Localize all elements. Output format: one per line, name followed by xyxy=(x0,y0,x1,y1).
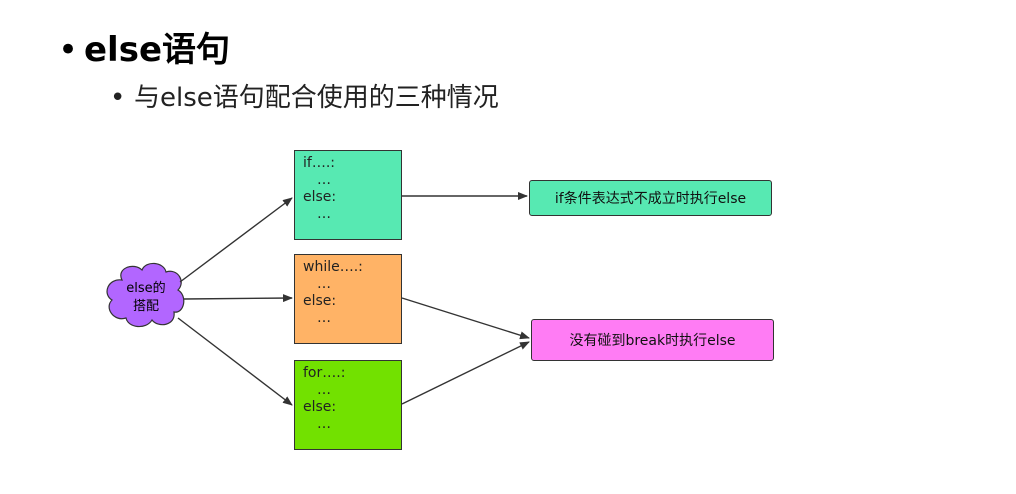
box-line: else: xyxy=(303,399,337,415)
slide-title: •else语句 xyxy=(58,30,230,70)
arrow-while-to-result xyxy=(401,297,530,340)
box-line: else: xyxy=(303,189,337,205)
box-line: … xyxy=(317,276,331,292)
box-line: … xyxy=(317,416,331,432)
title-bullet: • xyxy=(58,30,79,70)
box-line: else: xyxy=(303,293,337,309)
cloud-label: else的 搭配 xyxy=(110,272,182,324)
while-else-box: while….: … else: … xyxy=(294,254,402,344)
box-line: while….: xyxy=(303,259,363,275)
box-line: … xyxy=(317,172,331,188)
result-no-break: 没有碰到break时执行else xyxy=(531,319,774,361)
slide-subtitle: • 与else语句配合使用的三种情况 xyxy=(110,80,499,116)
cloud-label-line1: else的 xyxy=(126,281,166,296)
arrow-cloud-to-for xyxy=(177,317,293,406)
if-else-box: if….: … else: … xyxy=(294,150,402,240)
subtitle-text: 与else语句配合使用的三种情况 xyxy=(134,83,499,113)
arrow-for-to-result xyxy=(401,341,530,405)
for-else-box: for….: … else: … xyxy=(294,360,402,450)
box-line: … xyxy=(317,382,331,398)
cloud-label-line2: 搭配 xyxy=(132,299,159,314)
result-if-false: if条件表达式不成立时执行else xyxy=(529,180,772,216)
box-line: … xyxy=(317,206,331,222)
box-line: … xyxy=(317,310,331,326)
cloud-shape xyxy=(106,262,185,328)
box-line: if….: xyxy=(303,155,335,171)
title-text: else语句 xyxy=(84,30,231,70)
arrow-cloud-to-if xyxy=(179,197,293,283)
box-line: for….: xyxy=(303,365,346,381)
arrow-cloud-to-while xyxy=(183,294,293,303)
subtitle-bullet: • xyxy=(110,83,126,113)
